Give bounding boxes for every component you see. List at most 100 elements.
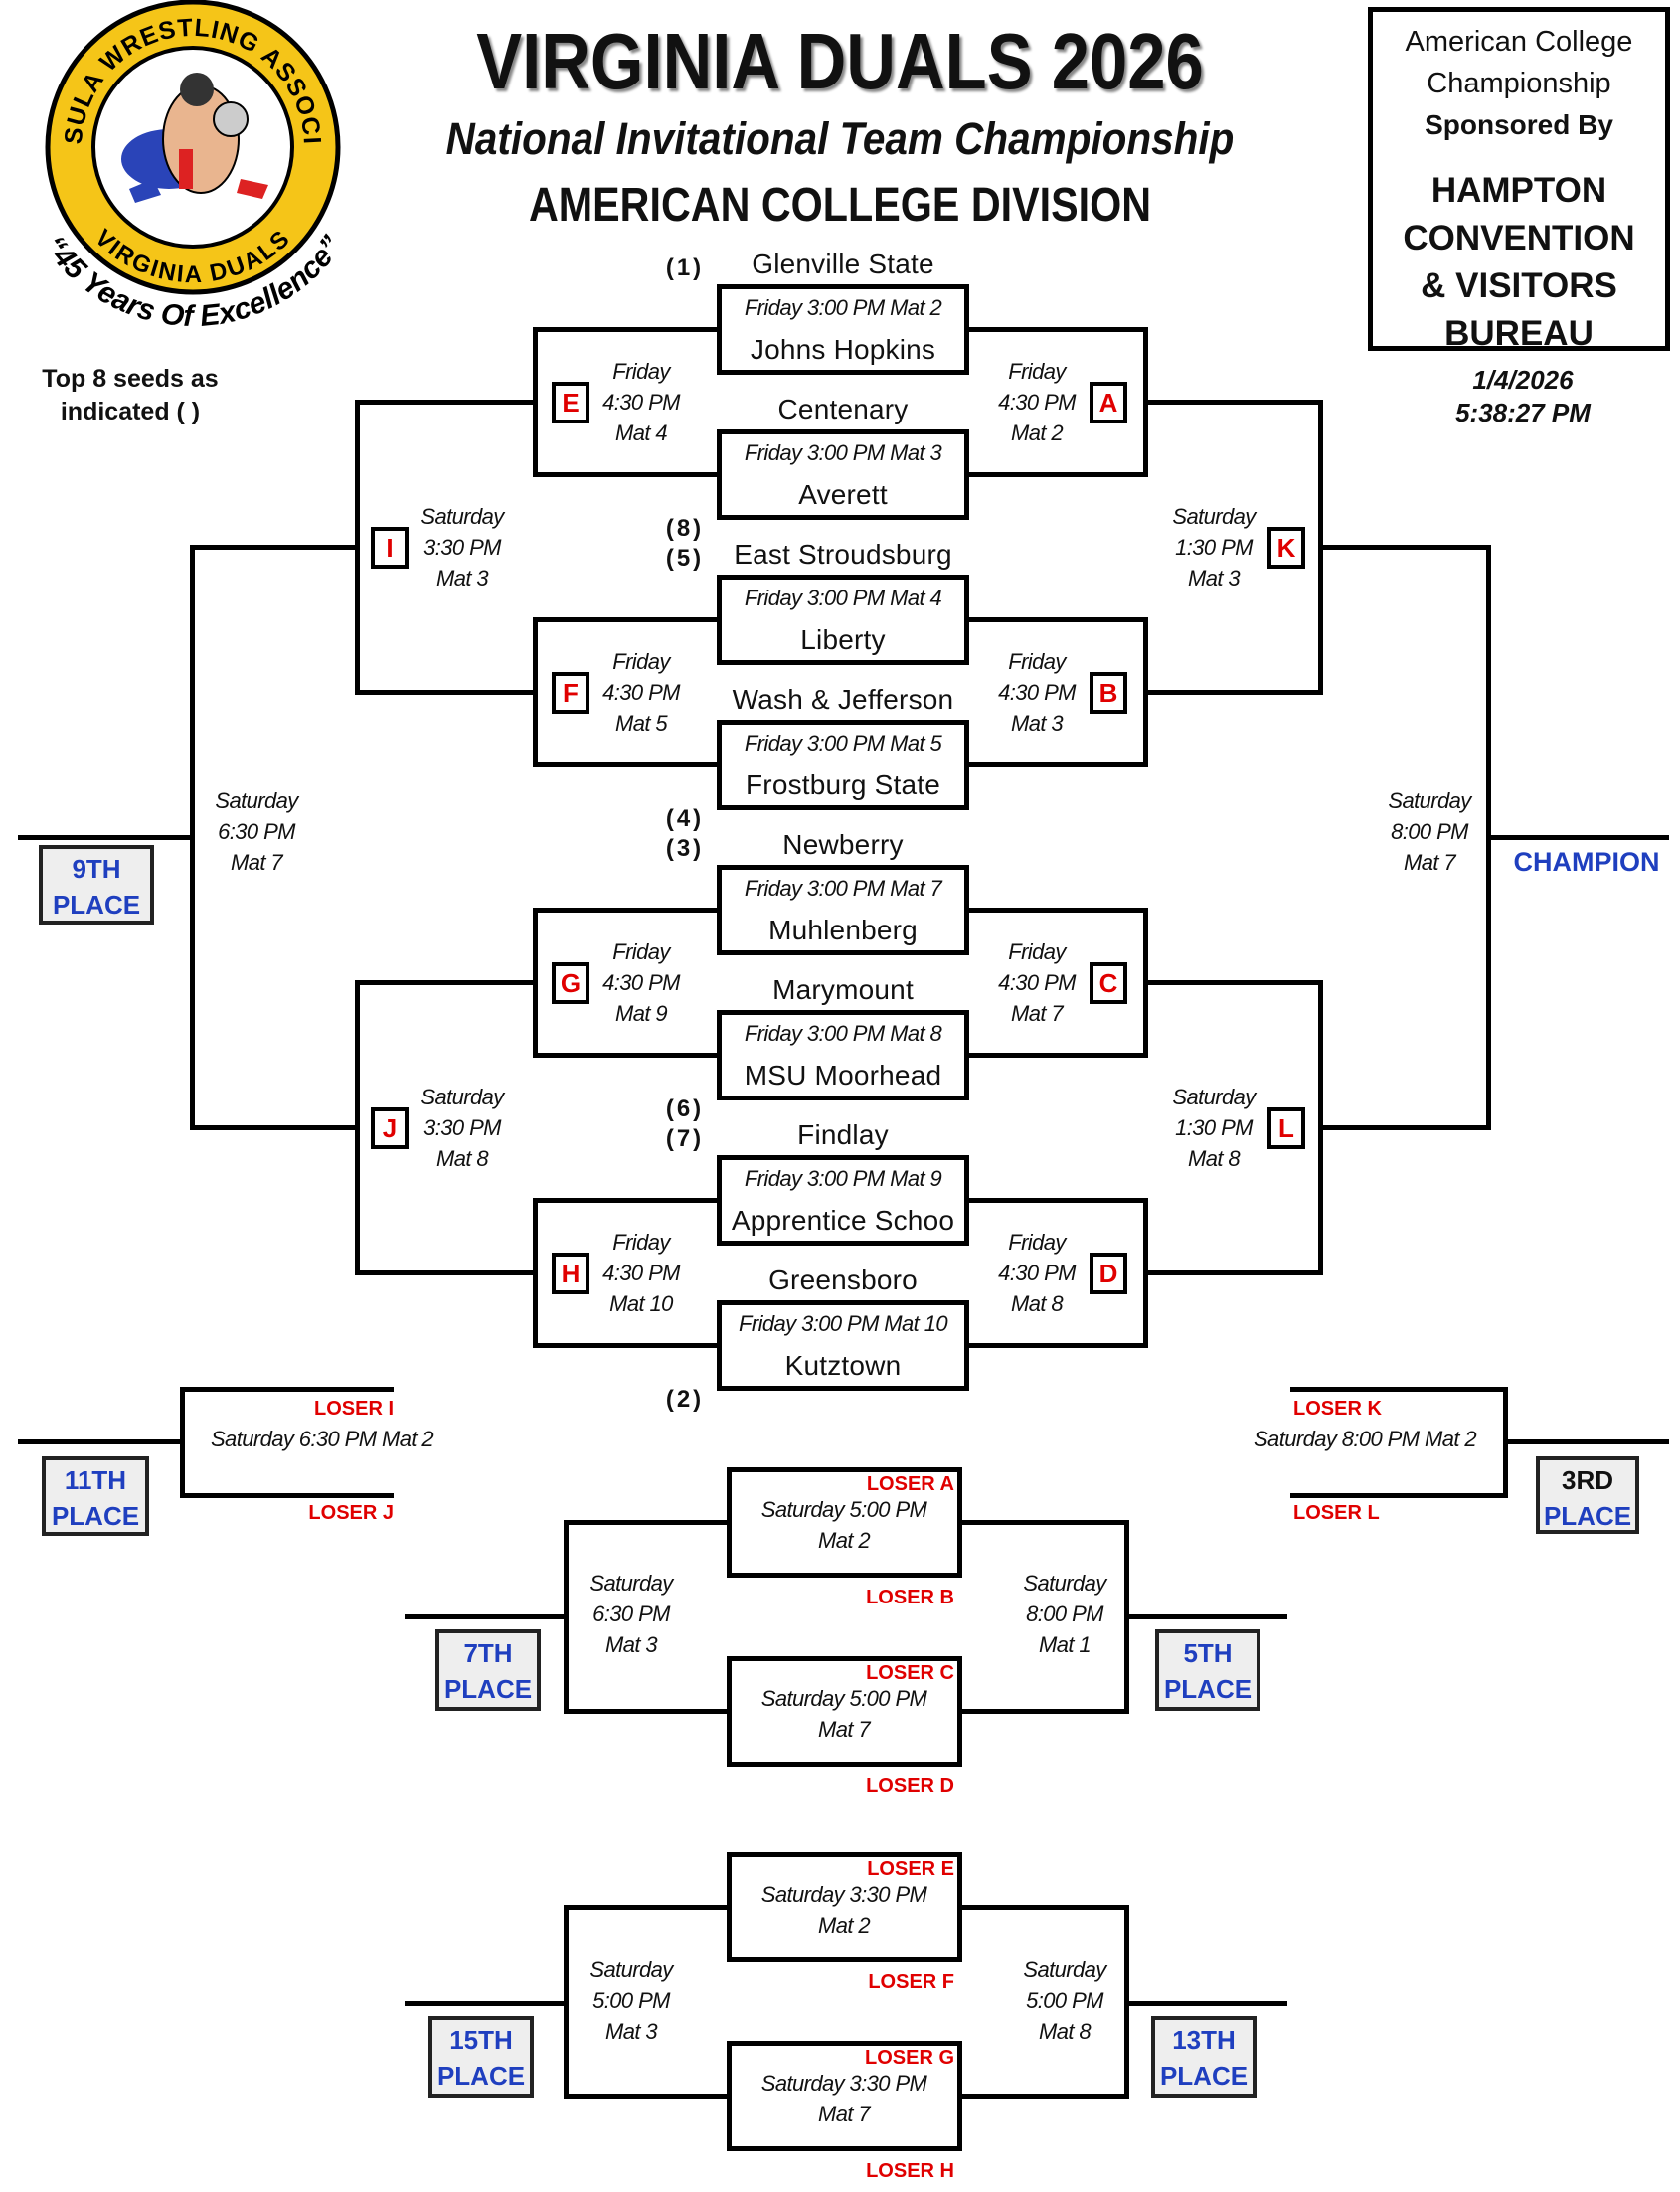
place-label-line: 15TH (449, 2025, 513, 2055)
semifinal-time-right-line: Mat 8 (1187, 1145, 1241, 1171)
print-time: 5:38:27 PM (1455, 398, 1591, 427)
page-title: VIRGINIA DUALS 2026 (476, 17, 1204, 105)
team-bottom: Liberty (800, 624, 886, 655)
team-top: Glenville State (752, 249, 934, 279)
place-label-line: 9TH (72, 854, 121, 884)
consolation-box (727, 1656, 962, 1767)
bracket-line (192, 1125, 357, 1130)
semifinal-label-right[interactable]: L (1267, 1106, 1305, 1149)
champion-line (1488, 835, 1669, 840)
consolation-time-right-line: Mat 8 (1038, 2019, 1092, 2044)
match-box-2 (717, 429, 969, 520)
bracket-line (535, 472, 717, 477)
place-label-line: 7TH (463, 1638, 513, 1668)
bracket-line (1145, 1270, 1320, 1275)
match-label-right[interactable]: C (1090, 961, 1127, 1004)
loser-label: LOSER A (866, 1473, 954, 1495)
match-box-6 (717, 1010, 969, 1100)
bracket-line (962, 1904, 1126, 1910)
team-top: East Stroudsburg (734, 539, 952, 570)
bracket-line (532, 327, 538, 477)
bracket-line (532, 908, 538, 1058)
bracket-line (566, 1708, 727, 1714)
place-label-line: PLACE (1543, 1501, 1632, 1531)
semifinal-label-left[interactable]: I (371, 526, 409, 569)
loser-label: LOSER I (313, 1398, 394, 1420)
match-label-left[interactable]: G (552, 961, 589, 1004)
place-label-line: PLACE (1159, 2061, 1249, 2091)
consolation-time-right-line: 5:00 PM (1026, 1988, 1103, 2013)
bracket-line (182, 1386, 394, 1392)
bracket-line (566, 2093, 727, 2099)
consolation-time-left-line: 6:30 PM (592, 1602, 670, 1626)
match-schedule: Friday 3:00 PM Mat 3 (744, 440, 942, 465)
eleventh-place-line (18, 1438, 182, 1444)
seed-number: (3) (665, 835, 705, 862)
match-box-4 (717, 720, 969, 810)
bracket-line (532, 617, 538, 767)
match-box-5 (717, 865, 969, 955)
team-top: Newberry (782, 829, 904, 860)
match-time-left-line: 4:30 PM (602, 1260, 680, 1285)
sponsor-line1: American College (1405, 26, 1633, 58)
place-line (405, 2000, 566, 2006)
consolation-box (727, 2041, 962, 2151)
match-label-right[interactable]: A (1090, 381, 1127, 423)
match-label-left[interactable]: H (552, 1252, 589, 1294)
semifinal-time-right-line: 1:30 PM (1175, 534, 1253, 560)
match-schedule: Friday 3:00 PM Mat 2 (744, 295, 942, 320)
bracket-line (969, 1053, 1145, 1058)
bracket-line (1145, 400, 1320, 405)
place-label-line: PLACE (51, 1501, 140, 1531)
match-time-left-line: Friday (612, 358, 670, 384)
sponsor-name-1: HAMPTON (1430, 171, 1607, 210)
match-label-left[interactable]: F (552, 671, 589, 714)
bracket-line (357, 690, 535, 695)
match-box-8 (717, 1300, 969, 1391)
place-label-line: 5TH (1183, 1638, 1233, 1668)
loser-label: LOSER C (866, 1662, 954, 1684)
sponsor-name-4: BUREAU (1444, 314, 1594, 353)
loser-label: LOSER H (866, 2160, 954, 2182)
match-label-right[interactable]: D (1090, 1252, 1127, 1294)
semifinal-label-left[interactable]: J (371, 1106, 409, 1149)
consolation-time-right-line: Saturday (1023, 1571, 1106, 1596)
loser-label: LOSER E (867, 1858, 954, 1880)
bracket-line (969, 1343, 1145, 1348)
bracket-line (969, 327, 1145, 332)
semifinal-label-right[interactable]: K (1267, 526, 1305, 569)
bracket-line (969, 1198, 1145, 1203)
third-place-line (1505, 1438, 1669, 1444)
seed-number: (4) (665, 805, 705, 832)
bracket-line (563, 1519, 569, 1714)
match-time-right-line: Mat 2 (1010, 420, 1064, 445)
match-time-right-line: Friday (1008, 1229, 1066, 1255)
match-time-right-line: 4:30 PM (998, 679, 1076, 705)
place-label-line: 11TH (64, 1465, 127, 1495)
consolation-box (727, 1467, 962, 1578)
bracket-line (182, 1492, 394, 1498)
match-label-left[interactable]: E (552, 381, 589, 423)
semifinal-time-right-line: Saturday (1172, 1084, 1256, 1109)
match-time-right-line: Mat 7 (1010, 1000, 1064, 1026)
match-schedule: Friday 3:00 PM Mat 7 (744, 876, 942, 901)
consolation-time-right-line: 8:00 PM (1026, 1602, 1103, 1626)
loser-label: LOSER J (308, 1502, 394, 1524)
bracket-line (357, 400, 535, 405)
bracket-line (563, 1904, 569, 2099)
match-label-right[interactable]: B (1090, 671, 1127, 714)
seed-number: (8) (665, 515, 705, 542)
semifinal-time-left-line: Mat 3 (435, 565, 489, 590)
match-time-right-line: 4:30 PM (998, 389, 1076, 415)
team-bottom: Apprentice Schoo (731, 1205, 955, 1236)
bracket-line (1320, 545, 1488, 550)
match-time-right-line: Friday (1008, 938, 1066, 964)
ninth-place-time-line: Mat 7 (230, 849, 283, 875)
bracket-line (535, 1198, 717, 1203)
consolation-time-left-line: Mat 3 (604, 2019, 658, 2044)
bracket-line (357, 980, 535, 985)
bracket-line (969, 617, 1145, 622)
bracket-line (189, 545, 195, 1130)
